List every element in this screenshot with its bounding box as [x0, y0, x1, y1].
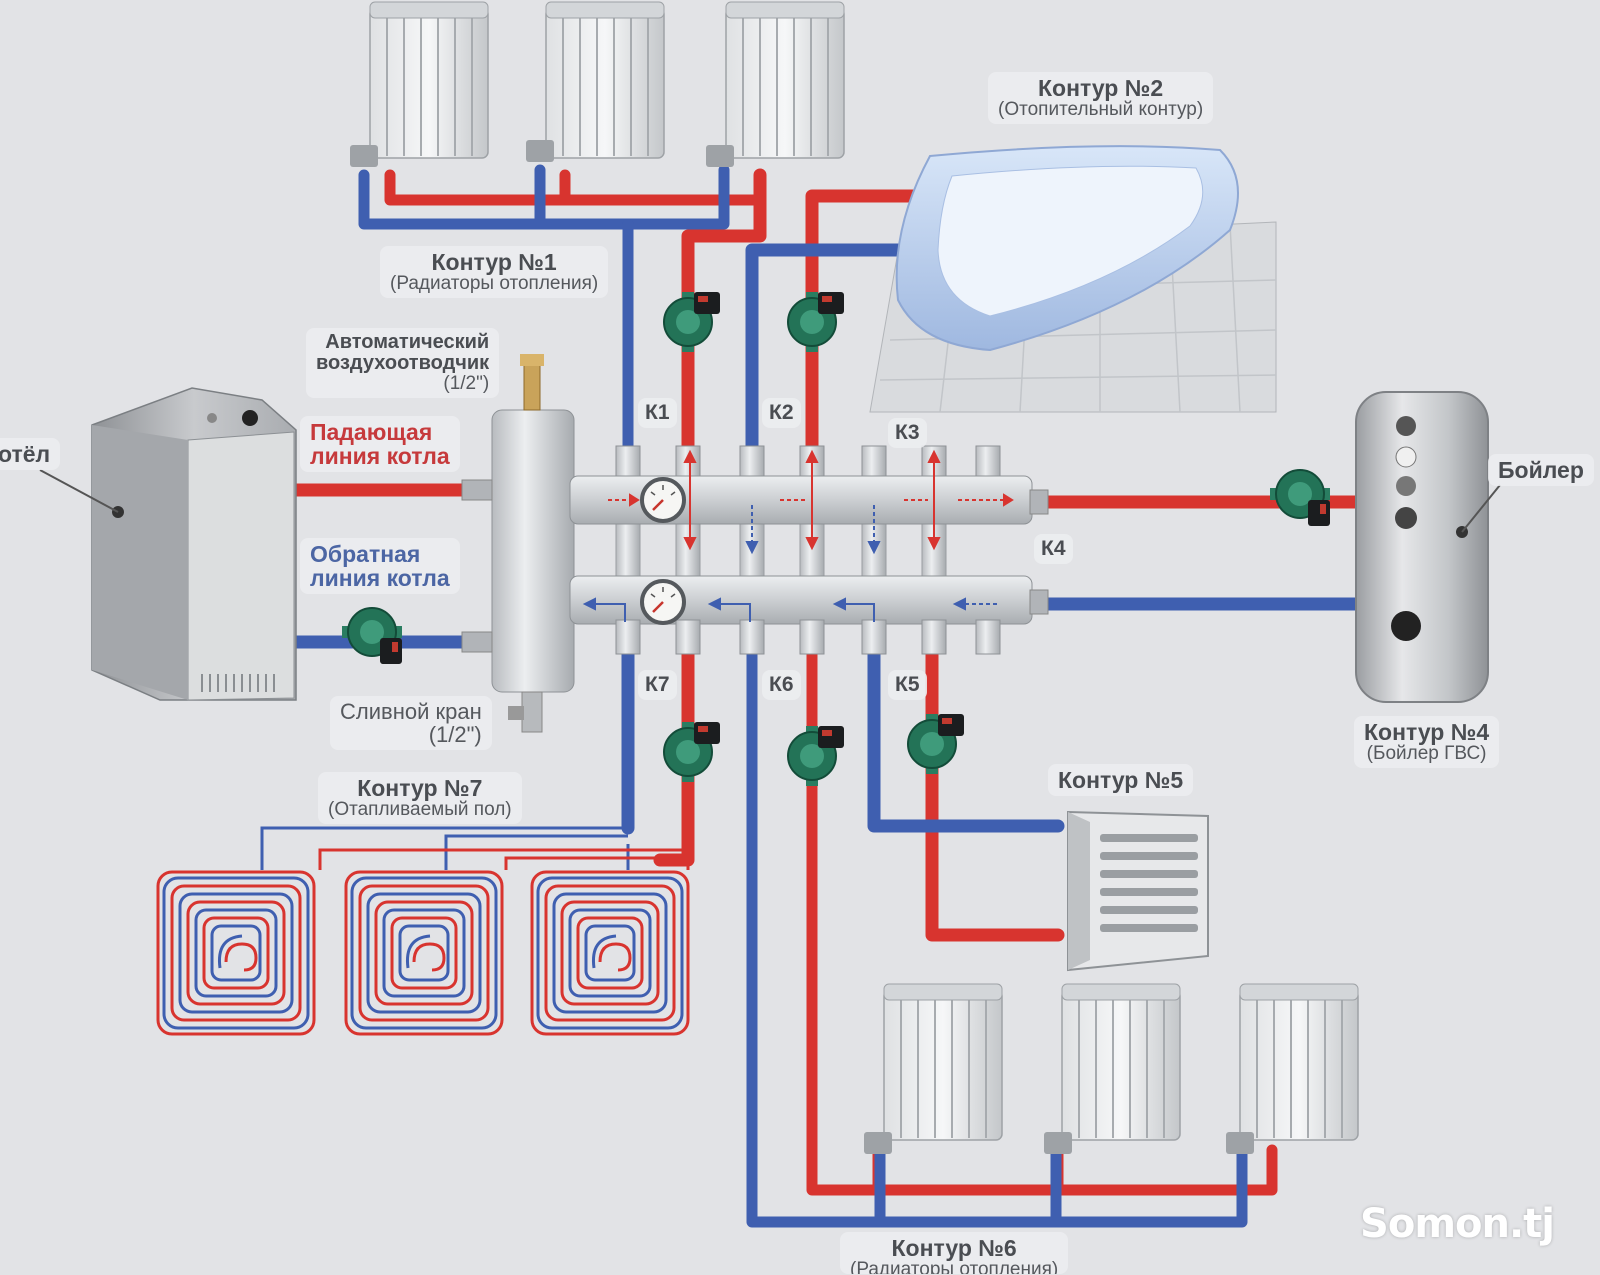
k6-return-pipe [746, 634, 1248, 1228]
air-vent-label: Автоматический воздухоотводчик (1/2") [306, 328, 500, 398]
air-vent-line2: воздухоотводчик [316, 352, 490, 374]
kontur-4-title: Контур №4 [1364, 719, 1490, 745]
kontur-2-subtitle: (Отопительный контур) [998, 99, 1204, 121]
supply-line-line2: линия котла [310, 443, 450, 470]
drain-line1: Сливной кран [340, 699, 482, 724]
drain-line2: (1/2") [428, 722, 482, 748]
port-label-k2: К2 [762, 398, 801, 428]
k2-return-pipe [745, 243, 917, 457]
manifold-icon [569, 445, 1049, 655]
port-label-k6: К6 [762, 670, 801, 700]
boiler-label: отёл [0, 438, 61, 471]
return-line-line1: Обратная [310, 541, 421, 567]
air-vent-line3: (1/2") [443, 373, 490, 394]
port-label-k7: К7 [638, 670, 677, 700]
kontur-7-label: Контур №7 (Отапливаемый пол) [318, 772, 522, 825]
boiler-icon [39, 387, 297, 701]
kontur-4-label: Контур №4 (Бойлер ГВС) [1354, 716, 1500, 769]
k5-supply-pipe [925, 633, 1065, 942]
kontur-4-subtitle: (Бойлер ГВС) [1366, 743, 1487, 765]
drain-valve-label: Сливной кран (1/2") [330, 696, 492, 751]
watermark: Somon.tj [1360, 1201, 1555, 1247]
port-label-k1: К1 [638, 398, 677, 428]
return-line-label: Обратная линия котла [300, 538, 460, 595]
kontur-1-title: Контур №1 [431, 249, 557, 275]
k5-return-pipe [867, 633, 1065, 833]
dhw-tank-icon [1355, 391, 1501, 703]
k2-supply-pipe [805, 189, 937, 457]
radiator-icon [350, 1, 1359, 1154]
kontur-6-title: Контур №6 [891, 1235, 1017, 1261]
hydraulic-separator-icon [461, 354, 575, 733]
port-label-k5: К5 [888, 670, 927, 700]
port-label-k4: К4 [1034, 534, 1073, 564]
kontur-6-subtitle: (Радиаторы отопления) [850, 1259, 1059, 1274]
port-label-k3: К3 [888, 418, 927, 448]
kontur-1-subtitle: (Радиаторы отопления) [390, 273, 599, 295]
bathtub-icon [869, 145, 1277, 413]
kontur-2-title: Контур №2 [1038, 75, 1164, 101]
supply-line-label: Падающая линия котла [300, 416, 460, 473]
underfloor-feeds [260, 826, 690, 870]
boiler-name: отёл [0, 441, 51, 467]
gauge-icon [640, 477, 686, 523]
fan-heater-icon [1067, 810, 1209, 972]
kontur-5-title: Контур №5 [1058, 767, 1184, 793]
supply-line-line1: Падающая [310, 419, 433, 445]
kontur-5-label: Контур №5 [1048, 764, 1194, 797]
return-line-line2: линия котла [310, 565, 450, 592]
gauge-icon [640, 579, 686, 625]
kontur-6-label: Контур №6 (Радиаторы отопления) [840, 1232, 1069, 1274]
k1-supply-branch [384, 169, 766, 206]
underfloor-coil-icon [156, 870, 690, 1036]
dhw-tank-label: Бойлер [1488, 454, 1594, 487]
k1-return-pipe [358, 164, 730, 456]
kontur-7-title: Контур №7 [357, 775, 483, 801]
kontur-7-subtitle: (Отапливаемый пол) [328, 799, 512, 821]
kontur-2-label: Контур №2 (Отопительный контур) [988, 72, 1214, 125]
dhw-tank-name: Бойлер [1498, 457, 1584, 483]
kontur-1-label: Контур №1 (Радиаторы отопления) [380, 246, 609, 299]
air-vent-line1: Автоматический [325, 331, 490, 353]
k7-supply-pipe [653, 633, 695, 867]
